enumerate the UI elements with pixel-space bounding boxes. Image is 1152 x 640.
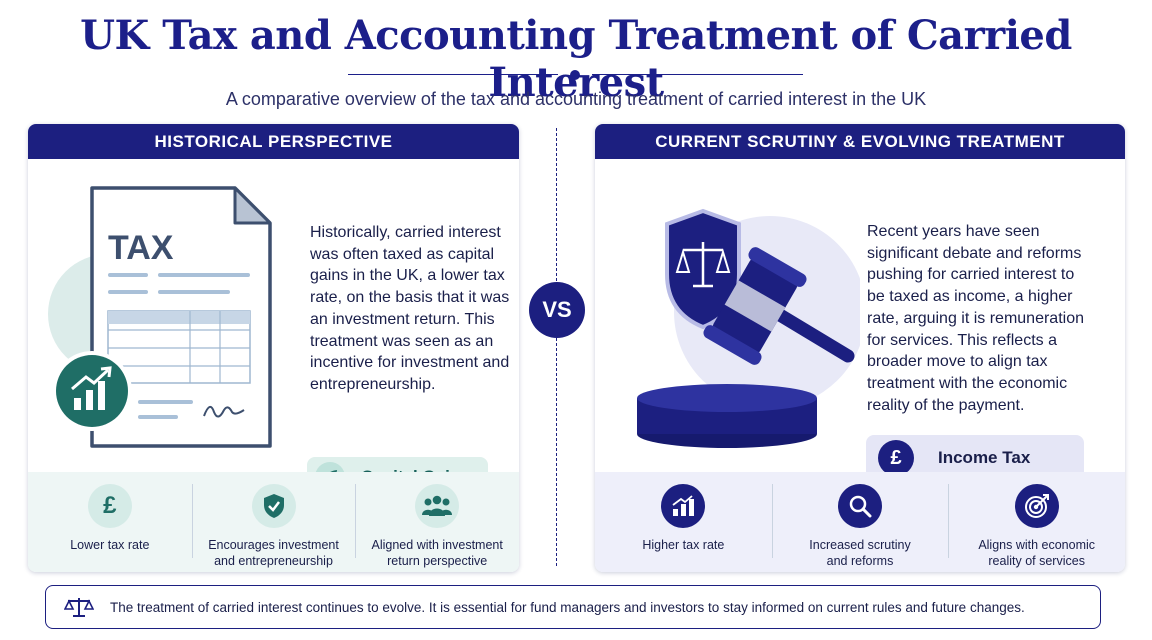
shield-check-icon	[251, 484, 296, 528]
historical-features: £ Lower tax rate Encourages investment a…	[28, 472, 519, 572]
pound-icon: £	[87, 484, 132, 528]
feature-label: Encourages investment and entrepreneursh…	[208, 538, 339, 568]
closing-note: The treatment of carried interest contin…	[45, 585, 1101, 629]
feature-label: Aligns with economic reality of services	[978, 538, 1096, 568]
feature-higher-tax-rate: Higher tax rate	[595, 472, 772, 572]
feature-lower-tax-rate: £ Lower tax rate	[28, 472, 192, 572]
current-scrutiny-panel-body: Recent years have seen significant debat…	[595, 159, 1125, 481]
title-divider-right	[592, 74, 803, 75]
page-subtitle: A comparative overview of the tax and ac…	[225, 89, 927, 109]
feature-label: Aligned with investment return perspecti…	[371, 538, 503, 568]
feature-increased-scrutiny: Increased scrutiny and reforms	[771, 472, 949, 572]
gavel-illustration	[637, 208, 860, 448]
bar-chart-icon	[661, 484, 706, 528]
historical-panel-header: HISTORICAL PERSPECTIVE	[28, 124, 519, 159]
current-scrutiny-panel-header: CURRENT SCRUTINY & EVOLVING TREATMENT	[595, 124, 1125, 159]
historical-panel-body: TAX Historically, carried interest was o…	[28, 159, 519, 496]
feature-encourages-investment: Encourages investment and entrepreneursh…	[191, 472, 356, 572]
current-scrutiny-description: Recent years have seen significant debat…	[867, 223, 1084, 414]
feature-label: Increased scrutiny and reforms	[809, 538, 911, 568]
historical-panel: HISTORICAL PERSPECTIVE TAX	[28, 124, 519, 572]
target-icon	[1014, 484, 1059, 528]
historical-description: Historically, carried interest was often…	[310, 224, 510, 393]
current-scrutiny-panel: CURRENT SCRUTINY & EVOLVING TREATMENT Re…	[595, 124, 1125, 572]
tax-document-illustration: TAX	[48, 186, 272, 448]
title-divider-left	[348, 74, 558, 75]
scales-icon	[64, 598, 94, 617]
vs-dashed-divider	[556, 128, 557, 566]
pound-icon: £	[878, 440, 914, 476]
vs-badge: VS	[529, 282, 585, 338]
magnifier-icon	[838, 484, 882, 528]
income-tax-label: Income Tax	[938, 448, 1031, 467]
people-icon	[415, 484, 460, 528]
feature-aligns-economic-reality: Aligns with economic reality of services	[948, 472, 1125, 572]
page-title: UK Tax and Accounting Treatment of Carri…	[80, 12, 1072, 106]
closing-note-text: The treatment of carried interest contin…	[110, 599, 1025, 615]
feature-aligned-investment-return: Aligned with investment return perspecti…	[355, 472, 519, 572]
current-scrutiny-features: Higher tax rate Increased scrutiny and r…	[595, 472, 1125, 572]
feature-label: Lower tax rate	[70, 538, 150, 552]
feature-label: Higher tax rate	[642, 538, 725, 552]
tax-doc-label: TAX	[108, 229, 174, 267]
title-divider-dot	[570, 70, 580, 80]
